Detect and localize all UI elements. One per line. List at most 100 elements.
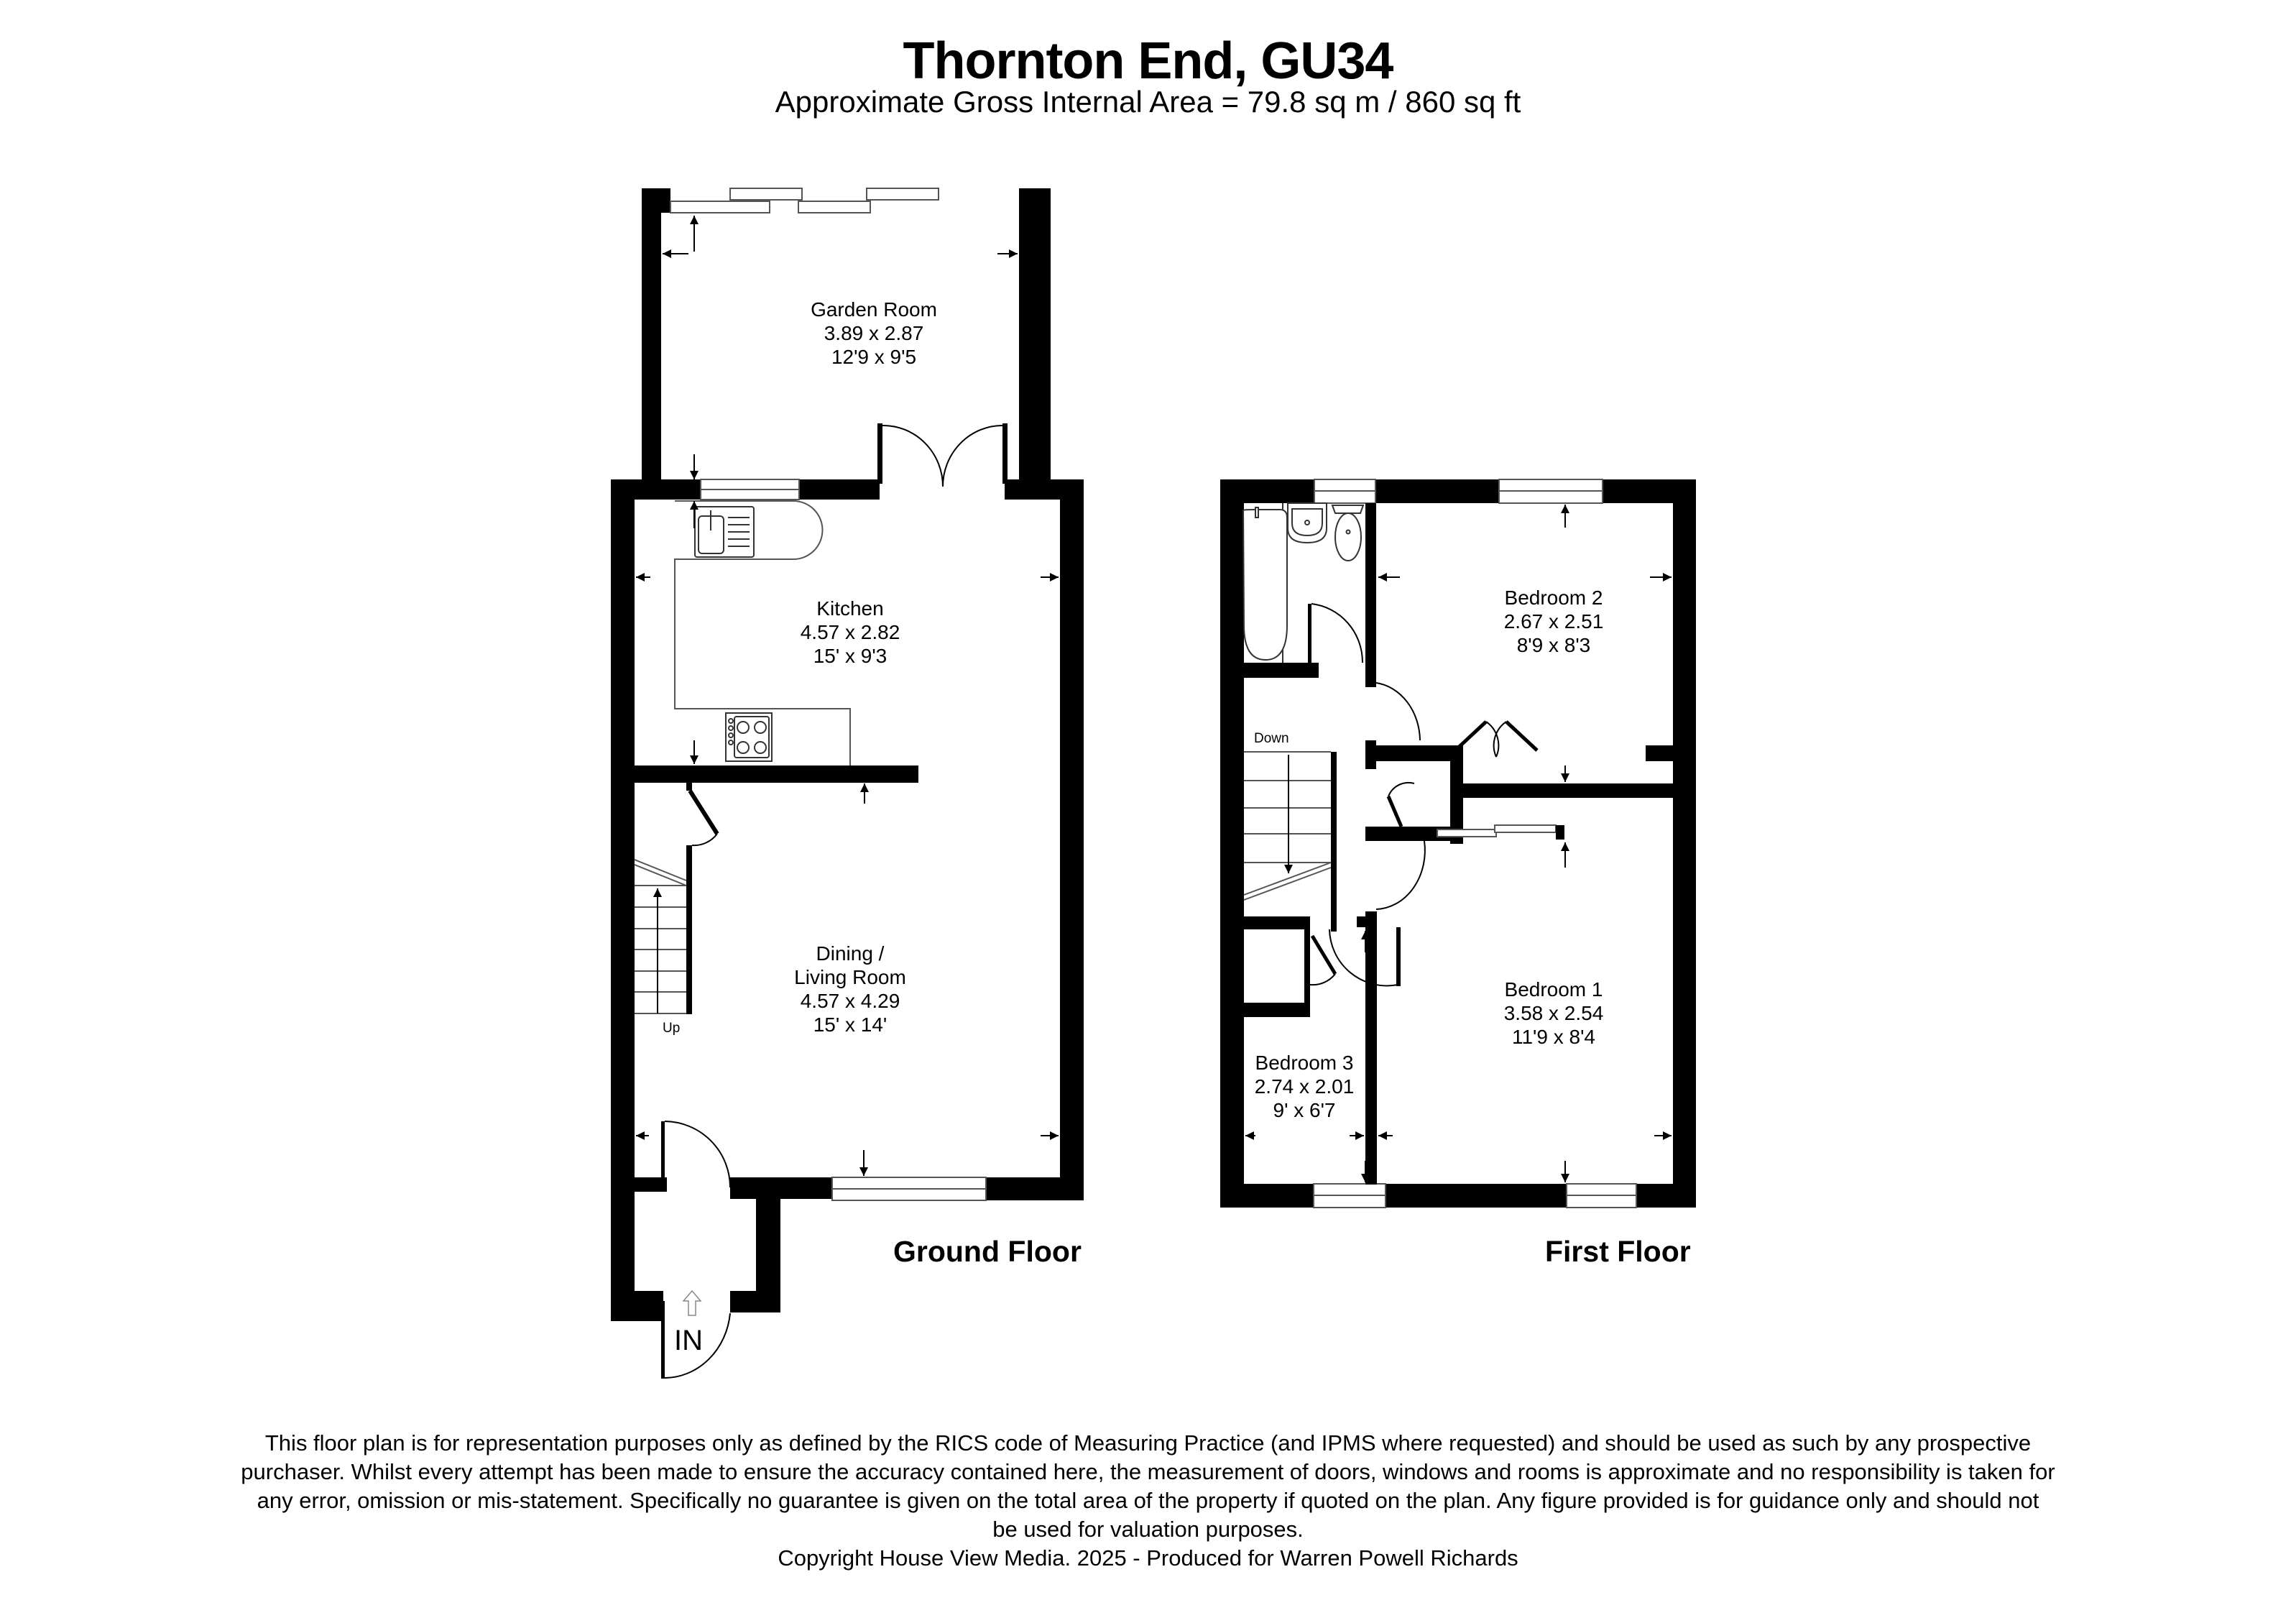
disclaimer-line: purchaser. Whilst every attempt has been…	[241, 1459, 2055, 1484]
wall	[1636, 1184, 1696, 1208]
entrance-arrow-icon	[682, 1289, 702, 1316]
wall	[1357, 916, 1377, 927]
sink-icon	[694, 506, 755, 558]
disclaimer-line: be used for valuation purposes.	[992, 1517, 1304, 1542]
room-name: Bedroom 2	[1504, 587, 1603, 609]
french-doors	[877, 423, 1008, 487]
page-title: Thornton End, GU34	[903, 32, 1394, 90]
wall	[1365, 503, 1376, 687]
ground-floor-plan	[611, 188, 1084, 1379]
cupboard-door	[688, 789, 719, 835]
room-imperial: 9' x 6'7	[1273, 1099, 1336, 1121]
window-bathroom	[1314, 479, 1376, 504]
wall	[1244, 1003, 1310, 1017]
wall	[611, 1312, 664, 1321]
wall	[1244, 916, 1310, 929]
room-name: Bedroom 1	[1504, 978, 1603, 1001]
room-metric: 4.57 x 2.82	[800, 621, 900, 643]
room-label-dining-living: Dining / Living Room 4.57 x 4.29 15' x 1…	[794, 942, 906, 1036]
wall	[1365, 740, 1376, 769]
wall	[1060, 479, 1084, 1200]
wall	[1304, 916, 1310, 1017]
wall	[1244, 663, 1319, 678]
wall	[1331, 752, 1337, 932]
kitchen-worktop	[674, 500, 851, 765]
wall	[686, 845, 692, 1014]
room-label-garden-room: Garden Room 3.89 x 2.87 12'9 x 9'5	[811, 298, 937, 369]
wall	[1365, 666, 1376, 677]
wall	[1220, 479, 1244, 1208]
wall	[642, 188, 661, 484]
wall	[611, 1193, 635, 1320]
room-metric: 2.67 x 2.51	[1503, 610, 1604, 633]
wall	[756, 1199, 780, 1312]
room-imperial: 8'9 x 8'3	[1516, 634, 1591, 656]
basin-icon	[1287, 502, 1327, 544]
room-imperial: 15' x 9'3	[813, 645, 887, 667]
wardrobe-doors	[1454, 720, 1539, 758]
floor-label-ground: Ground Floor	[893, 1235, 1082, 1268]
hob-icon	[725, 712, 773, 762]
wall	[1220, 1184, 1314, 1208]
room-metric: 3.58 x 2.54	[1503, 1002, 1604, 1024]
room-name: Bedroom 3	[1255, 1052, 1354, 1074]
wall	[986, 1177, 1084, 1200]
copyright: Copyright House View Media. 2025 - Produ…	[778, 1545, 1518, 1571]
wall	[1386, 1184, 1567, 1208]
wall	[799, 479, 880, 500]
disclaimer: This floor plan is for representation pu…	[129, 1429, 2167, 1573]
room-metric: 3.89 x 2.87	[824, 322, 924, 344]
entrance-label: IN	[674, 1325, 703, 1356]
wall	[1220, 479, 1314, 503]
wall	[1375, 479, 1499, 503]
wall	[1365, 745, 1452, 761]
wall	[611, 479, 701, 500]
wall	[1673, 479, 1696, 1208]
measurement-arrows	[636, 216, 1059, 1176]
room-label-bedroom-1: Bedroom 1 3.58 x 2.54 11'9 x 8'4	[1504, 978, 1604, 1049]
room-name: Garden Room	[811, 298, 937, 321]
wall	[686, 780, 692, 791]
wall	[642, 188, 670, 213]
wall	[635, 1177, 667, 1192]
disclaimer-line: This floor plan is for representation pu…	[264, 1430, 2032, 1456]
wall	[635, 1291, 663, 1312]
room-metric: 4.57 x 4.29	[800, 990, 900, 1012]
room-name-line1: Dining /	[816, 942, 885, 965]
stairs-up-label: Up	[663, 1021, 681, 1036]
wall	[1005, 479, 1084, 500]
gross-internal-area: Approximate Gross Internal Area = 79.8 s…	[775, 85, 1521, 119]
wall	[1019, 188, 1051, 484]
wall	[611, 479, 635, 1320]
wall	[635, 765, 918, 783]
wall	[1450, 783, 1673, 798]
bathtub-icon	[1242, 503, 1288, 663]
wall	[1646, 745, 1673, 761]
window-living	[831, 1177, 987, 1201]
measurement-arrows	[1245, 505, 1672, 1182]
staircase-up	[634, 859, 687, 1014]
window-bedroom-3	[1313, 1183, 1386, 1208]
window-sliding-top	[670, 188, 939, 213]
room-metric: 2.74 x 2.01	[1254, 1075, 1355, 1098]
staircase-down	[1243, 751, 1332, 901]
wall	[1603, 479, 1696, 503]
front-door	[661, 1301, 665, 1379]
room-label-bedroom-2: Bedroom 2 2.67 x 2.51 8'9 x 8'3	[1504, 586, 1604, 657]
disclaimer-line: any error, omission or mis-statement. Sp…	[257, 1488, 2039, 1513]
first-floor-plan	[1220, 479, 1696, 1208]
room-imperial: 11'9 x 8'4	[1511, 1026, 1596, 1048]
window-kitchen	[700, 479, 800, 500]
window-bedroom-1	[1566, 1183, 1637, 1208]
room-imperial: 12'9 x 9'5	[831, 346, 917, 368]
wall	[1365, 911, 1377, 1185]
floor-label-first: First Floor	[1545, 1235, 1691, 1268]
room-name-line2: Living Room	[794, 966, 906, 988]
wall	[730, 1177, 832, 1199]
window-bedroom-2	[1498, 479, 1603, 504]
toilet-icon	[1331, 505, 1365, 561]
room-imperial: 15' x 14'	[813, 1013, 887, 1036]
stairs-down-label: Down	[1254, 731, 1289, 746]
room-label-bedroom-3: Bedroom 3 2.74 x 2.01 9' x 6'7	[1255, 1051, 1355, 1122]
